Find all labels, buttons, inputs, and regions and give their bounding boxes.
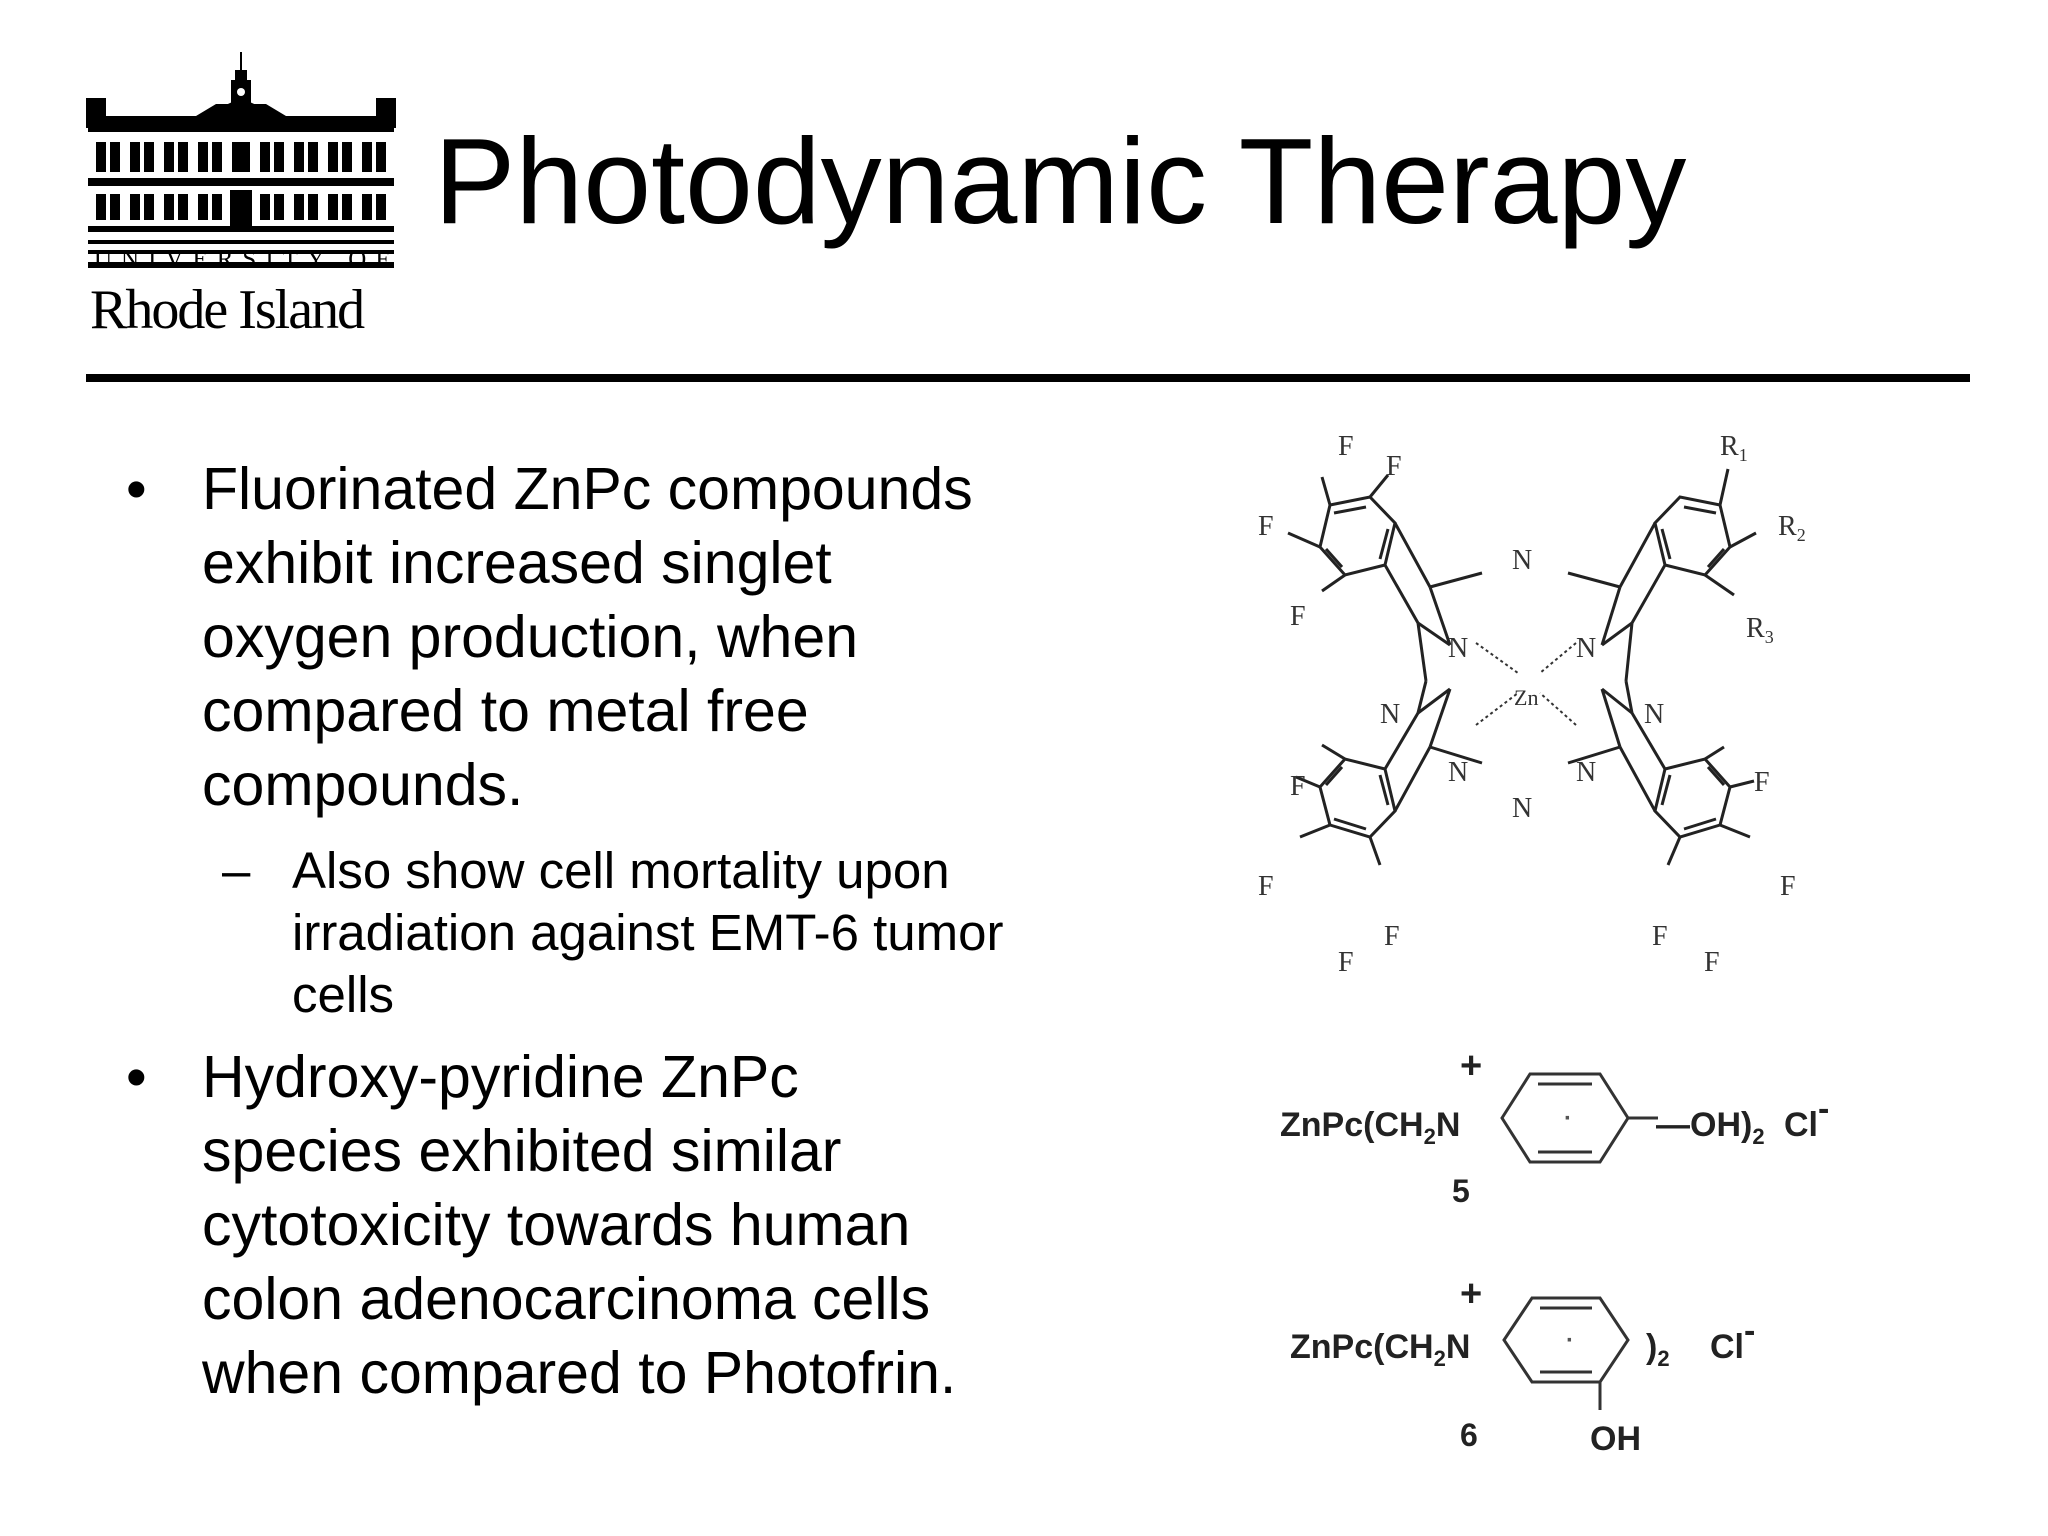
atom-f: F bbox=[1290, 771, 1306, 802]
bullet-list: • Fluorinated ZnPc compounds exhibit inc… bbox=[122, 452, 1122, 1410]
sub-bullet-item: – Also show cell mortality upon irradiat… bbox=[122, 840, 1122, 1026]
atom-f: F bbox=[1258, 871, 1274, 902]
university-building-icon bbox=[86, 52, 396, 268]
compound-6-structure: ZnPc(CH2N + · )2 Cl- 6 OH bbox=[1290, 1273, 1755, 1458]
bullet-line: cytotoxicity towards human bbox=[202, 1192, 911, 1258]
sub-bullet-line: irradiation against EMT-6 tumor bbox=[292, 904, 1004, 961]
compound-6-ring-dot: · bbox=[1566, 1327, 1574, 1354]
atom-f: F bbox=[1338, 947, 1354, 978]
fluorinated-znpc-structure: N N N N N N N N Zn F F F F F F F F F F F… bbox=[1258, 431, 1806, 978]
compound-6-counterion: Cl- bbox=[1710, 1312, 1755, 1366]
atom-r1: R1 bbox=[1720, 431, 1748, 465]
compound-5-counterion: Cl- bbox=[1784, 1090, 1829, 1144]
atom-labels: N N N N N N N N Zn F F F F F F F F F F F… bbox=[1258, 431, 1806, 978]
atom-f: F bbox=[1754, 767, 1770, 798]
bullet-line: exhibit increased singlet bbox=[202, 530, 832, 596]
atom-n: N bbox=[1512, 545, 1532, 576]
sub-bullet-line: Also show cell mortality upon bbox=[292, 842, 950, 899]
bullet-line: when compared to Photofrin. bbox=[202, 1340, 957, 1406]
bullet-line: compounds. bbox=[202, 752, 524, 818]
atom-f: F bbox=[1290, 601, 1306, 632]
sub-bullet-line: cells bbox=[292, 966, 395, 1023]
atom-f: F bbox=[1384, 921, 1400, 952]
bullet-dot: • bbox=[126, 456, 147, 522]
bullet-line: colon adenocarcinoma cells bbox=[202, 1266, 931, 1332]
atom-f: F bbox=[1704, 947, 1720, 978]
compound-6-oh: OH bbox=[1590, 1420, 1641, 1458]
atom-n: N bbox=[1448, 633, 1468, 664]
atom-r2: R2 bbox=[1778, 511, 1806, 545]
logo-university-of: UNIVERSITY OF bbox=[94, 246, 399, 273]
bullet-dot: • bbox=[126, 1044, 147, 1110]
atom-f: F bbox=[1386, 451, 1402, 482]
compound-6-label: 6 bbox=[1460, 1417, 1478, 1453]
atom-n: N bbox=[1448, 757, 1468, 788]
bullet-line: Hydroxy-pyridine ZnPc bbox=[202, 1044, 799, 1110]
compound-5-formula: ZnPc(CH2N bbox=[1280, 1106, 1460, 1149]
atom-f: F bbox=[1780, 871, 1796, 902]
slide-title: Photodynamic Therapy bbox=[434, 113, 1687, 249]
compound-6-suffix: )2 bbox=[1646, 1328, 1670, 1371]
bullet-item: • Fluorinated ZnPc compounds exhibit inc… bbox=[122, 452, 1122, 822]
atom-r3: R3 bbox=[1746, 613, 1774, 647]
compound-6-charge-plus: + bbox=[1460, 1273, 1482, 1315]
bullet-line: compared to metal free bbox=[202, 678, 809, 744]
logo-rhode-island: Rhode Island bbox=[90, 279, 365, 341]
atom-n: N bbox=[1380, 699, 1400, 730]
atom-f: F bbox=[1652, 921, 1668, 952]
atom-n: N bbox=[1576, 633, 1596, 664]
bullet-line: Fluorinated ZnPc compounds bbox=[202, 456, 973, 522]
sub-bullet-dash: – bbox=[222, 842, 251, 899]
compound-5-label: 5 bbox=[1452, 1173, 1470, 1209]
compound-5-charge-plus: + bbox=[1460, 1045, 1482, 1087]
compound-5-suffix: —OH)2 bbox=[1656, 1106, 1765, 1149]
university-logo: UNIVERSITY OF Rhode Island bbox=[86, 50, 399, 341]
compound-6-formula: ZnPc(CH2N bbox=[1290, 1328, 1470, 1371]
title-divider bbox=[86, 374, 1970, 382]
compound-5-ring-dot: · bbox=[1564, 1105, 1572, 1132]
compound-5-structure: ZnPc(CH2N + · —OH)2 Cl- 5 bbox=[1280, 1045, 1829, 1209]
atom-n: N bbox=[1576, 757, 1596, 788]
atom-zn: Zn bbox=[1514, 685, 1538, 710]
bullet-line: species exhibited similar bbox=[202, 1118, 842, 1184]
bullet-line: oxygen production, when bbox=[202, 604, 859, 670]
atom-f: F bbox=[1258, 511, 1274, 542]
atom-n: N bbox=[1644, 699, 1664, 730]
bullet-item: • Hydroxy-pyridine ZnPc species exhibite… bbox=[122, 1040, 1122, 1410]
atom-f: F bbox=[1338, 431, 1354, 462]
atom-n: N bbox=[1512, 793, 1532, 824]
